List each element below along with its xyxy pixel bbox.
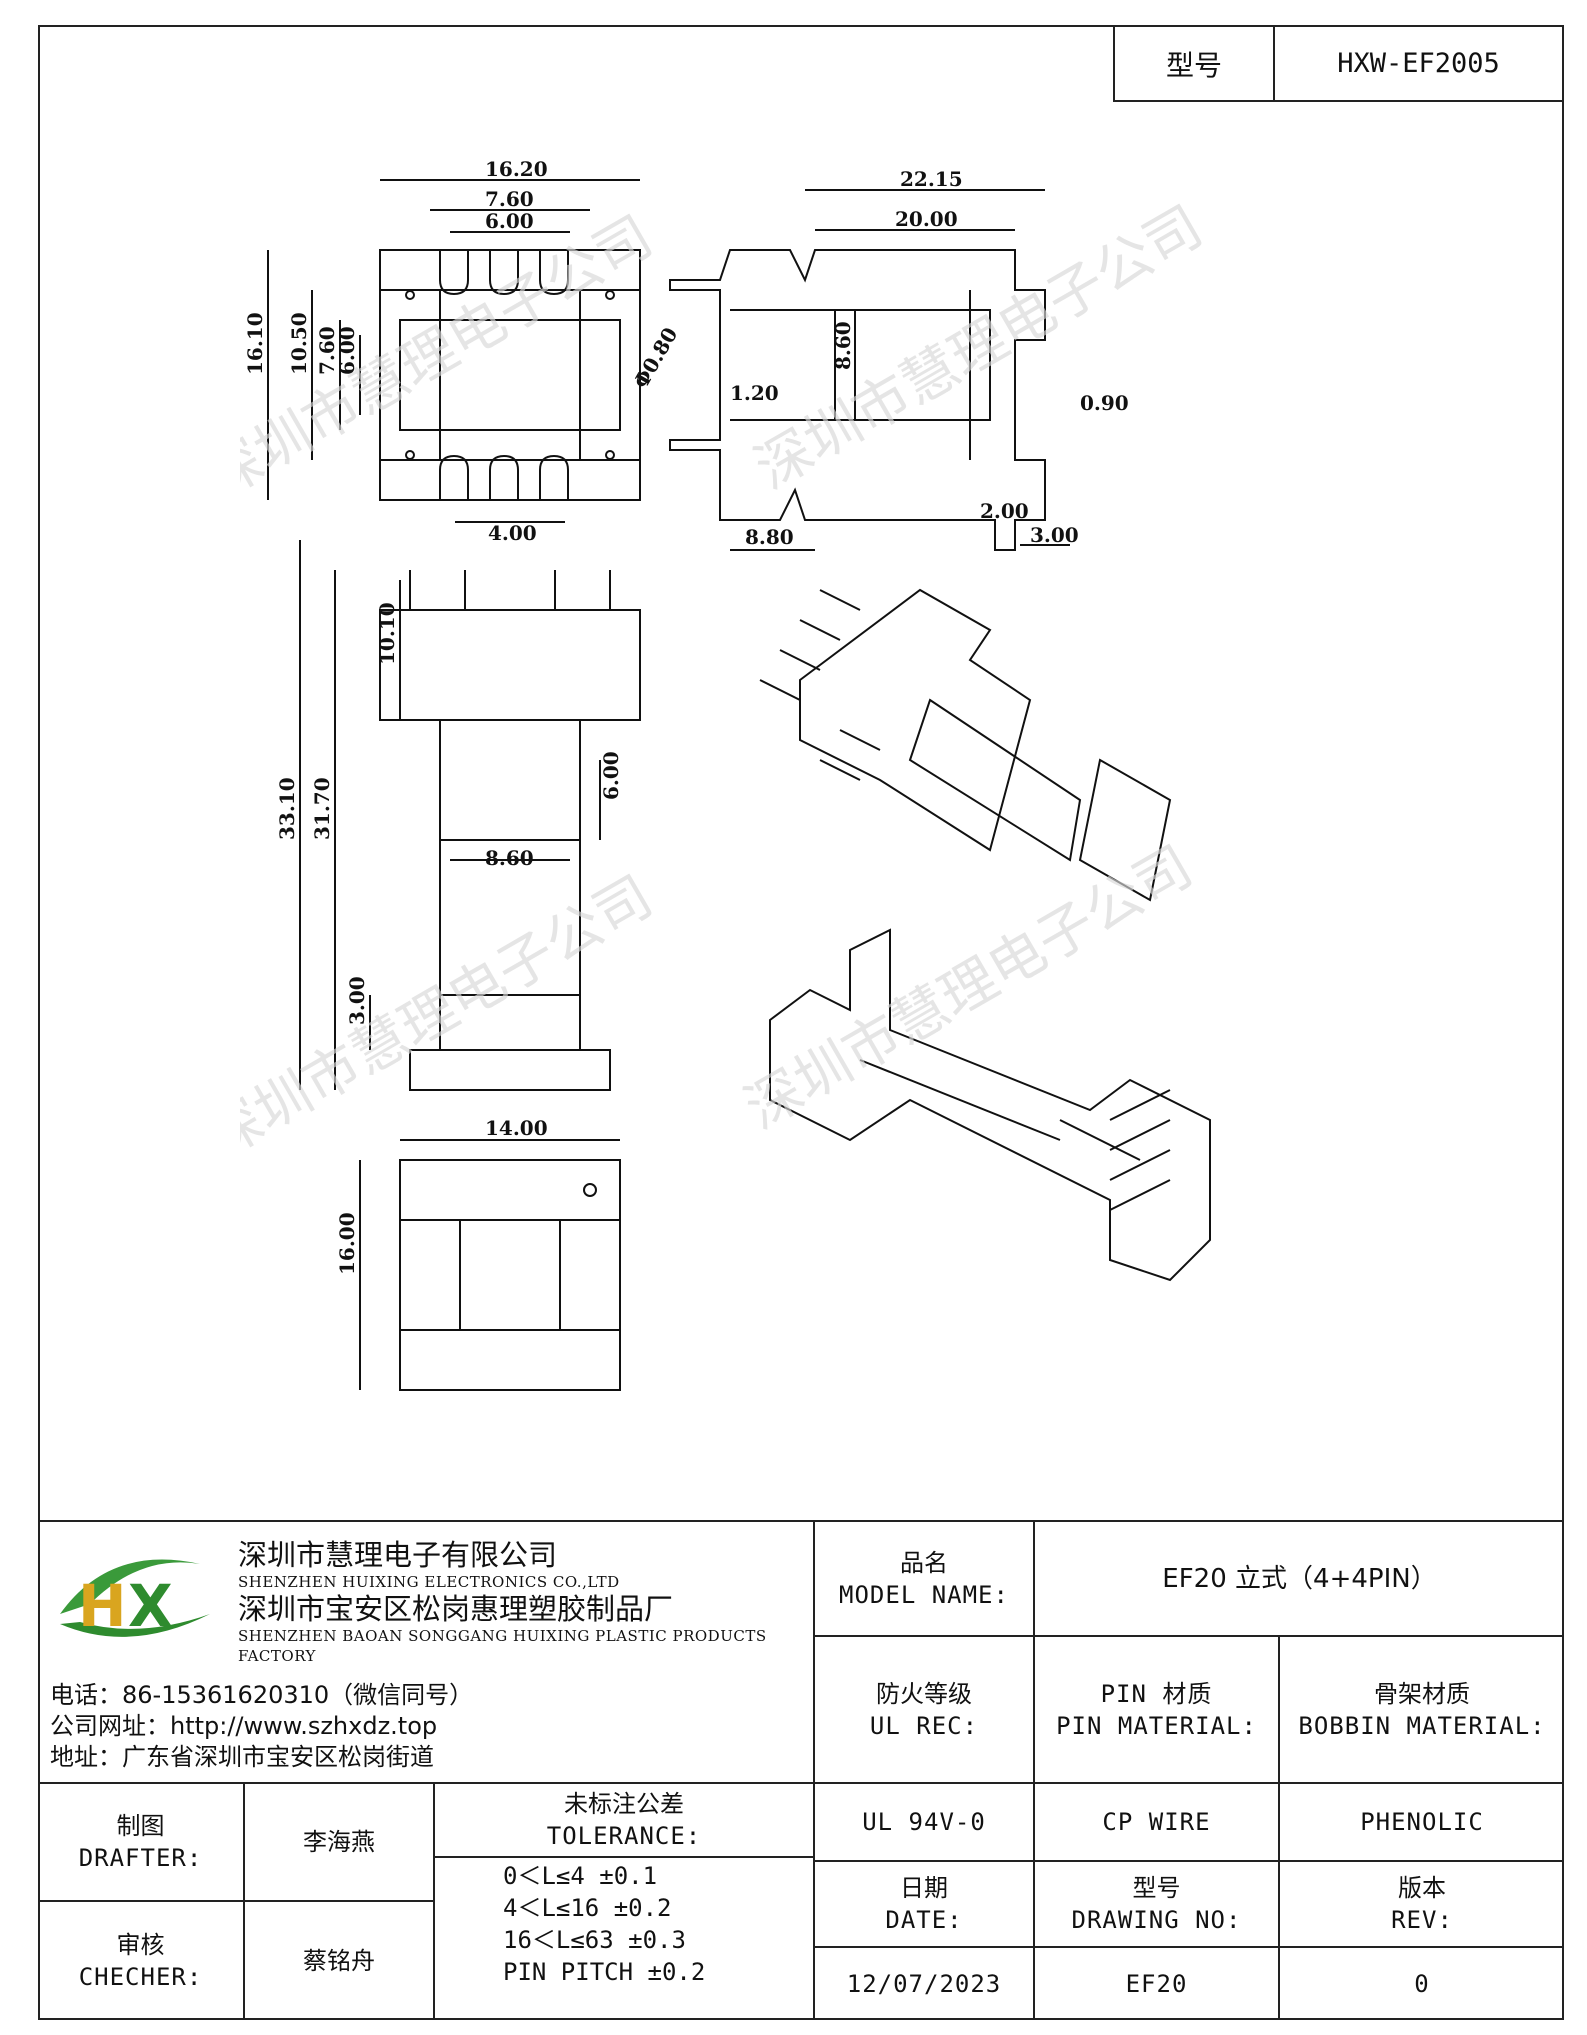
dim-label: 0.90 bbox=[1080, 391, 1129, 415]
checker-name: 蔡铭舟 bbox=[303, 1947, 375, 1975]
dim-label: 16.00 bbox=[335, 1212, 359, 1275]
tolerance-row: PIN PITCH ±0.2 bbox=[503, 1958, 706, 1986]
dim-label: 6.00 bbox=[599, 751, 623, 800]
phone: 电话：86-15361620310（微信同号） bbox=[50, 1681, 474, 1709]
company-name-cn: 深圳市慧理电子有限公司 bbox=[238, 1538, 558, 1572]
dim-label: 1.20 bbox=[730, 381, 779, 405]
bottom-view bbox=[359, 1139, 621, 1391]
ul-value: UL 94V-0 bbox=[862, 1808, 986, 1836]
pin-material-value: CP WIRE bbox=[1102, 1808, 1211, 1836]
drawing-frame bbox=[38, 25, 1564, 2020]
rev-label: 版本 REV: bbox=[1391, 1874, 1453, 1934]
dim-label: Φ0.80 bbox=[629, 323, 683, 392]
svg-text:H: H bbox=[78, 1572, 127, 1640]
drawing-no-value: EF20 bbox=[1125, 1970, 1188, 1998]
dim-label: 22.15 bbox=[900, 167, 963, 191]
dim-label: 8.60 bbox=[831, 321, 855, 370]
checker-label: 审核 CHECHER: bbox=[78, 1931, 203, 1991]
dim-label: 14.00 bbox=[485, 1116, 548, 1140]
dim-label: 7.60 bbox=[315, 326, 339, 375]
model-box: 型号 HXW-EF2005 bbox=[1113, 25, 1564, 102]
dim-label: 16.20 bbox=[485, 160, 548, 181]
model-value: HXW-EF2005 bbox=[1337, 48, 1500, 79]
bobbin-material-label: 骨架材质 BOBBIN MATERIAL: bbox=[1298, 1679, 1546, 1740]
date-label: 日期 DATE: bbox=[885, 1874, 963, 1934]
address: 地址：广东省深圳市宝安区松岗街道 bbox=[50, 1743, 434, 1771]
ul-rec-label: 防火等级 UL REC: bbox=[869, 1679, 979, 1740]
dim-label: 4.00 bbox=[488, 521, 537, 545]
company-name-en: SHENZHEN HUIXING ELECTRONICS CO.,LTD bbox=[238, 1573, 620, 1591]
company-info: 深圳市慧理电子有限公司 SHENZHEN HUIXING ELECTRONICS… bbox=[238, 1538, 848, 1666]
tolerance-label: 未标注公差 TOLERANCE: bbox=[546, 1790, 702, 1850]
drawing-svg: 深圳市慧理电子公司 深圳市慧理电子公司 深圳市慧理电子公司 深圳市慧理电子公司 … bbox=[195, 157, 1214, 1391]
company-logo: H X bbox=[60, 1559, 210, 1640]
front-view bbox=[299, 540, 641, 1091]
watermark-3: 深圳市慧理电子公司 bbox=[240, 864, 663, 1172]
drawing-no-label: 型号 DRAWING NO: bbox=[1071, 1874, 1242, 1934]
drafter-label: 制图 DRAFTER: bbox=[78, 1812, 203, 1872]
model-name-value: EF20 立式（4+4PIN） bbox=[1162, 1563, 1437, 1594]
factory-name-en: SHENZHEN BAOAN SONGGANG HUIXING PLASTIC … bbox=[238, 1627, 767, 1665]
dim-label: 3.00 bbox=[345, 976, 369, 1025]
dim-label: 7.60 bbox=[485, 187, 534, 211]
title-block: H X 深圳市慧理电子有限公司 SHENZHEN HUIXING ELECTRO… bbox=[38, 1520, 1564, 2020]
dim-label: 16.10 bbox=[243, 312, 267, 375]
isometric-view-2 bbox=[769, 928, 1211, 1282]
model-key: 型号 bbox=[1115, 27, 1275, 100]
tolerance-row: 0＜L≤4 ±0.1 bbox=[503, 1862, 658, 1890]
dim-label: 8.60 bbox=[485, 846, 534, 870]
dim-label: 8.80 bbox=[745, 525, 794, 549]
dim-label: 3.00 bbox=[1030, 523, 1079, 547]
contact-info: 电话：86-15361620310（微信同号） 公司网址：http://www.… bbox=[50, 1680, 850, 1773]
tolerance-row: 4＜L≤16 ±0.2 bbox=[503, 1894, 672, 1922]
pin-material-label: PIN 材质 PIN MATERIAL: bbox=[1056, 1679, 1257, 1740]
dim-label: 33.10 bbox=[275, 777, 299, 840]
date-value: 12/07/2023 bbox=[846, 1970, 1002, 1998]
dim-label: 2.00 bbox=[980, 499, 1029, 523]
watermark-2: 深圳市慧理电子公司 bbox=[745, 194, 1214, 502]
dim-label: 6.00 bbox=[485, 209, 534, 233]
tolerance-row: 16＜L≤63 ±0.3 bbox=[503, 1926, 686, 1954]
factory-name-cn: 深圳市宝安区松岗惠理塑胶制品厂 bbox=[238, 1592, 674, 1626]
tolerance-table: 0＜L≤4 ±0.1 4＜L≤16 ±0.2 16＜L≤63 ±0.3 PIN … bbox=[503, 1860, 823, 1988]
drafter-name: 李海燕 bbox=[303, 1828, 375, 1856]
top-view bbox=[267, 179, 641, 523]
side-view bbox=[669, 189, 1070, 551]
dim-label: 6.00 bbox=[335, 326, 359, 375]
model-name-label: 品名 MODEL NAME: bbox=[839, 1548, 1009, 1609]
svg-text:X: X bbox=[128, 1572, 173, 1640]
technical-drawing: 深圳市慧理电子公司 深圳市慧理电子公司 深圳市慧理电子公司 深圳市慧理电子公司 … bbox=[195, 157, 1352, 1422]
bobbin-material-value: PHENOLIC bbox=[1360, 1808, 1484, 1836]
dim-label: 10.10 bbox=[375, 602, 399, 665]
rev-value: 0 bbox=[1414, 1970, 1430, 1998]
watermark-4: 深圳市慧理电子公司 bbox=[735, 834, 1204, 1142]
dim-label: 31.70 bbox=[310, 777, 334, 840]
website-link[interactable]: 公司网址：http://www.szhxdz.top bbox=[50, 1712, 438, 1740]
isometric-view-1 bbox=[759, 588, 1172, 902]
dim-label: 20.00 bbox=[895, 207, 958, 231]
dim-label: 10.50 bbox=[287, 312, 311, 375]
